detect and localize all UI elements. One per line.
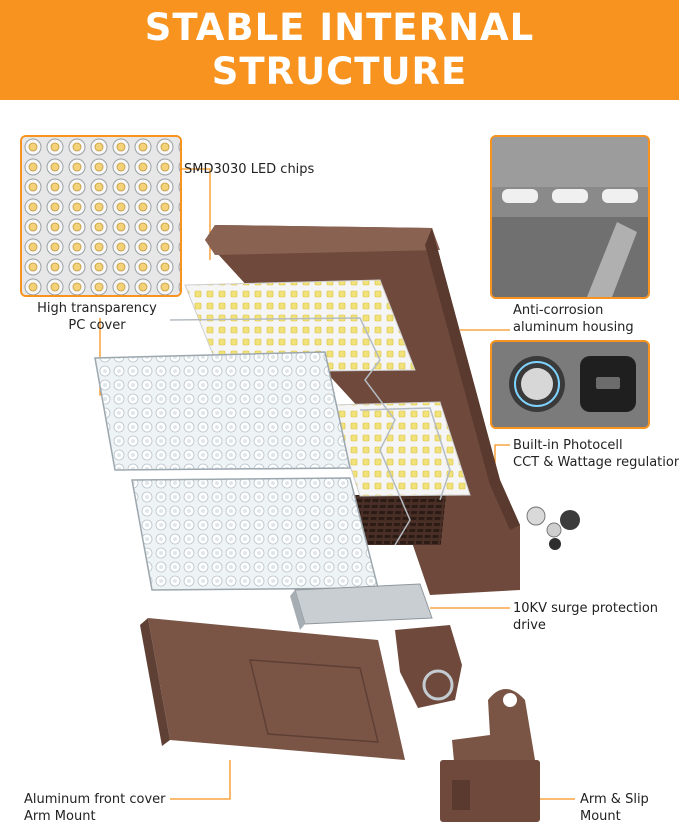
label-photocell-line1: Built-in Photocell — [513, 438, 623, 453]
leader-front-cover — [170, 760, 231, 800]
photocell-closeup — [492, 342, 648, 427]
label-pc-cover: High transparency PC cover — [22, 300, 172, 334]
housing-closeup — [492, 137, 648, 297]
label-photocell-line2: CCT & Wattage regulation — [513, 455, 679, 470]
label-front-cover-line1: Aluminum front cover — [24, 792, 166, 807]
leader-led-chips — [180, 168, 211, 260]
label-front-cover-line2: Arm Mount — [24, 809, 96, 824]
label-surge-line1: 10KV surge protection — [513, 601, 659, 616]
label-slip-mount: Arm & Slip Mount — [580, 791, 649, 825]
pc-lens-covers — [94, 351, 379, 591]
inset-housing — [490, 135, 650, 299]
label-slip-mount-line1: Arm & Slip — [580, 792, 649, 807]
page-title-line1: STABLE INTERNAL — [144, 6, 535, 49]
inset-led-chips — [20, 135, 182, 297]
page-title-line2: STRUCTURE — [211, 50, 468, 93]
label-surge: 10KV surge protection drive — [513, 600, 658, 634]
led-chip-closeup — [22, 137, 180, 295]
label-housing: Anti-corrosion aluminum housing — [513, 302, 634, 336]
arm-mount — [395, 625, 462, 708]
title-banner: STABLE INTERNAL STRUCTURE — [0, 0, 679, 100]
label-surge-line2: drive — [513, 618, 546, 633]
label-pc-cover-line2: PC cover — [68, 318, 126, 333]
slip-mount — [440, 689, 540, 822]
gasket-frames — [169, 317, 451, 546]
surge-driver — [290, 583, 433, 630]
label-housing-line2: aluminum housing — [513, 320, 634, 335]
label-slip-mount-line2: Mount — [580, 809, 621, 824]
label-housing-line1: Anti-corrosion — [513, 303, 604, 318]
inset-photocell — [490, 340, 650, 429]
page-title: STABLE INTERNAL STRUCTURE — [145, 6, 535, 94]
label-front-cover: Aluminum front cover Arm Mount — [24, 791, 166, 825]
label-photocell: Built-in Photocell CCT & Wattage regulat… — [513, 437, 679, 471]
photocell-parts — [526, 506, 580, 550]
label-pc-cover-line1: High transparency — [37, 301, 157, 316]
aluminum-front-cover — [140, 618, 405, 760]
label-led-chips: SMD3030 LED chips — [184, 162, 315, 177]
